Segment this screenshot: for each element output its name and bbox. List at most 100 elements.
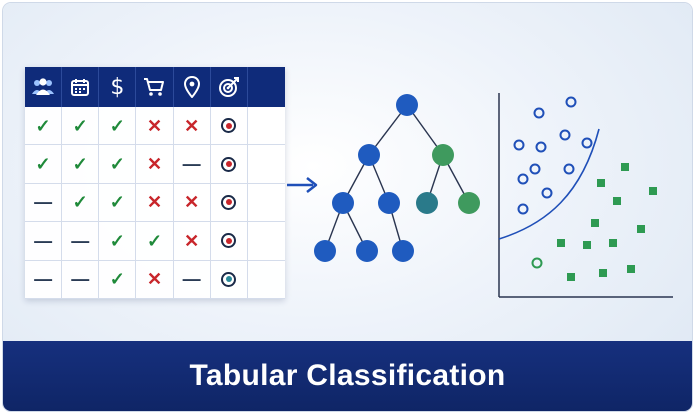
table-cell <box>210 260 248 299</box>
table-cell: ✓ <box>62 107 100 146</box>
title-banner: Tabular Classification <box>3 341 692 411</box>
table-cell: ✕ <box>136 260 174 299</box>
table-cell: — <box>25 260 63 299</box>
cross-icon: ✕ <box>146 269 163 290</box>
class-a-point <box>535 141 547 153</box>
table-cell: ✓ <box>136 222 174 261</box>
table-cell-empty <box>247 145 285 184</box>
header-cell-people <box>25 67 63 107</box>
class-a-point <box>563 163 575 175</box>
table-cell-empty <box>247 184 285 223</box>
tree-node <box>358 144 380 166</box>
class-b-point <box>613 197 621 205</box>
check-icon: ✓ <box>109 269 125 290</box>
table-cell-empty <box>247 261 285 299</box>
cross-icon: ✕ <box>184 230 200 251</box>
check-icon: ✓ <box>109 154 125 175</box>
check-icon: ✓ <box>72 154 88 175</box>
header-cell-empty <box>248 67 285 107</box>
class-b-point <box>621 163 629 171</box>
header-cell-cart <box>136 67 174 107</box>
class-a-point <box>517 203 529 215</box>
class-a-point <box>531 257 543 269</box>
tree-node <box>378 192 400 214</box>
table-cell: ✓ <box>99 183 137 223</box>
location-pin-icon <box>183 76 200 98</box>
class-a-point <box>513 139 525 151</box>
tree-leaf <box>392 240 414 262</box>
table-cell <box>210 222 248 261</box>
table-cell: ✓ <box>62 145 100 184</box>
table-cell: ✓ <box>99 145 137 184</box>
cart-icon <box>144 78 165 96</box>
table-cell: ✕ <box>173 222 211 261</box>
table-cell: ✓ <box>99 107 137 146</box>
dollar-icon: $ <box>110 74 125 100</box>
class-b-point <box>583 241 591 249</box>
decision-tree <box>314 94 480 262</box>
class-b-point <box>627 265 635 273</box>
table-cell-empty <box>247 222 285 261</box>
table-cell: ✓ <box>99 260 137 299</box>
check-icon: ✓ <box>72 115 88 136</box>
target-outcome-icon <box>221 194 237 210</box>
table-cell: ✕ <box>173 107 211 146</box>
class-a-point <box>541 187 553 199</box>
table-cell: — <box>25 183 63 223</box>
table-cell: ✕ <box>173 183 211 223</box>
dash-icon: — <box>34 192 53 213</box>
decision-boundary <box>498 128 600 240</box>
table-cell: — <box>173 145 211 184</box>
table-cell: — <box>25 222 63 261</box>
header-cell-location <box>174 67 211 107</box>
class-b-point <box>599 269 607 277</box>
class-a-point <box>581 137 593 149</box>
dash-icon: — <box>34 230 53 251</box>
dash-icon: — <box>71 269 90 290</box>
class-b-point <box>649 187 657 195</box>
table-cell: ✓ <box>25 107 63 146</box>
target-outcome-icon <box>221 233 237 249</box>
table-cell <box>210 183 248 223</box>
check-icon: ✓ <box>35 115 51 136</box>
table-cell: ✓ <box>99 222 137 261</box>
table-cell: ✓ <box>25 145 63 184</box>
cross-icon: ✕ <box>146 154 163 175</box>
table-cell-empty <box>247 107 285 146</box>
class-a-point <box>565 96 577 108</box>
table-cell: ✓ <box>62 183 100 223</box>
table-cell: — <box>173 260 211 299</box>
target-outcome-icon <box>221 156 237 172</box>
table-header: $ <box>25 67 285 107</box>
illustration-frame: $ <box>3 3 692 411</box>
tree-leaf <box>314 240 336 262</box>
table-cell: ✕ <box>136 107 174 146</box>
class-b-point <box>609 239 617 247</box>
dash-icon: — <box>182 154 201 175</box>
check-icon: ✓ <box>72 192 88 213</box>
class-a-point <box>517 173 529 185</box>
tree-node <box>458 192 480 214</box>
table-cell <box>210 145 248 184</box>
dash-icon: — <box>71 230 90 251</box>
dash-icon: — <box>34 269 53 290</box>
class-b-point <box>597 179 605 187</box>
target-icon <box>218 77 239 97</box>
cross-icon: ✕ <box>146 192 163 213</box>
check-icon: ✓ <box>109 115 125 136</box>
class-b-point <box>637 225 645 233</box>
class-a-point <box>529 163 541 175</box>
flow-arrow-icon <box>287 177 318 193</box>
check-icon: ✓ <box>35 154 51 175</box>
feature-table: $ <box>25 67 285 299</box>
class-b-point <box>567 273 575 281</box>
cross-icon: ✕ <box>184 192 200 213</box>
tree-node <box>416 192 438 214</box>
check-icon: ✓ <box>146 230 163 251</box>
class-b-point <box>557 239 565 247</box>
tree-node <box>432 144 454 166</box>
calendar-icon <box>71 79 90 96</box>
class-a-point <box>559 129 571 141</box>
cross-icon: ✕ <box>146 115 163 136</box>
table-cell: — <box>62 260 100 299</box>
